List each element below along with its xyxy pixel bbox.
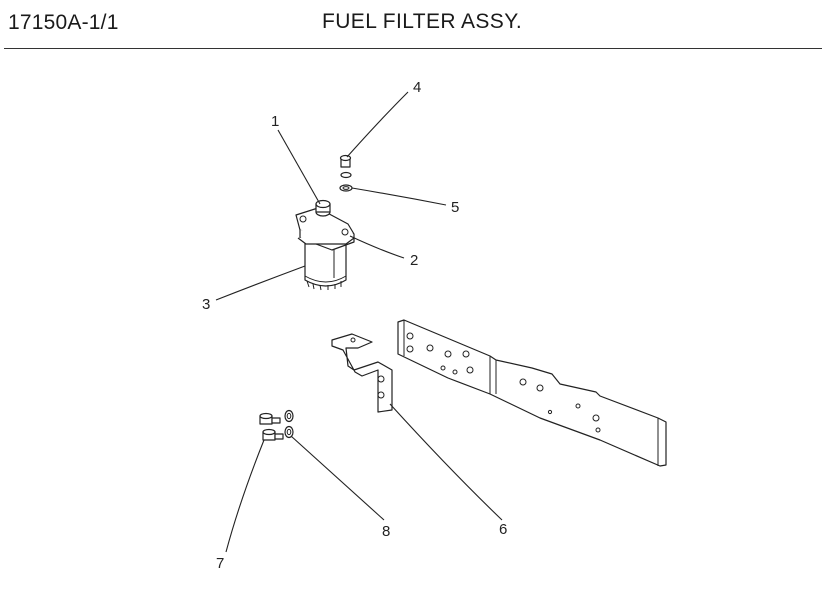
page-header: 17150A-1/1 FUEL FILTER ASSY. xyxy=(0,0,829,50)
mounting-bracket xyxy=(331,333,393,413)
bolts xyxy=(259,412,284,441)
callout-2: 2 xyxy=(410,252,418,269)
callout-1: 1 xyxy=(271,113,279,130)
banjo-fitting xyxy=(315,199,331,217)
callout-5: 5 xyxy=(451,199,459,216)
leader-3 xyxy=(215,265,306,301)
leader-5 xyxy=(351,187,447,206)
leader-4 xyxy=(346,91,409,158)
callout-labels: 1 2 3 4 5 6 7 8 xyxy=(202,79,507,572)
filter-bowl xyxy=(304,239,347,291)
leader-1 xyxy=(277,129,321,205)
leader-7 xyxy=(225,439,265,553)
callout-3: 3 xyxy=(202,296,210,313)
callout-8: 8 xyxy=(382,523,390,540)
sealing-washers xyxy=(339,171,353,192)
callout-7: 7 xyxy=(216,555,224,572)
header-divider xyxy=(4,48,822,49)
document-code: 17150A-1/1 xyxy=(8,11,119,34)
bleed-screw xyxy=(339,154,352,168)
leader-2 xyxy=(349,235,405,259)
callout-6: 6 xyxy=(499,521,507,538)
filter-head-bracket xyxy=(295,207,355,251)
mounting-plate xyxy=(397,319,667,467)
fuel-filter-assembly xyxy=(295,199,355,291)
leader-8 xyxy=(290,435,385,521)
leader-lines xyxy=(215,91,503,553)
bolt-washers xyxy=(284,409,294,439)
leader-6 xyxy=(389,403,503,521)
callout-4: 4 xyxy=(413,79,421,96)
page-title: FUEL FILTER ASSY. xyxy=(322,10,523,33)
